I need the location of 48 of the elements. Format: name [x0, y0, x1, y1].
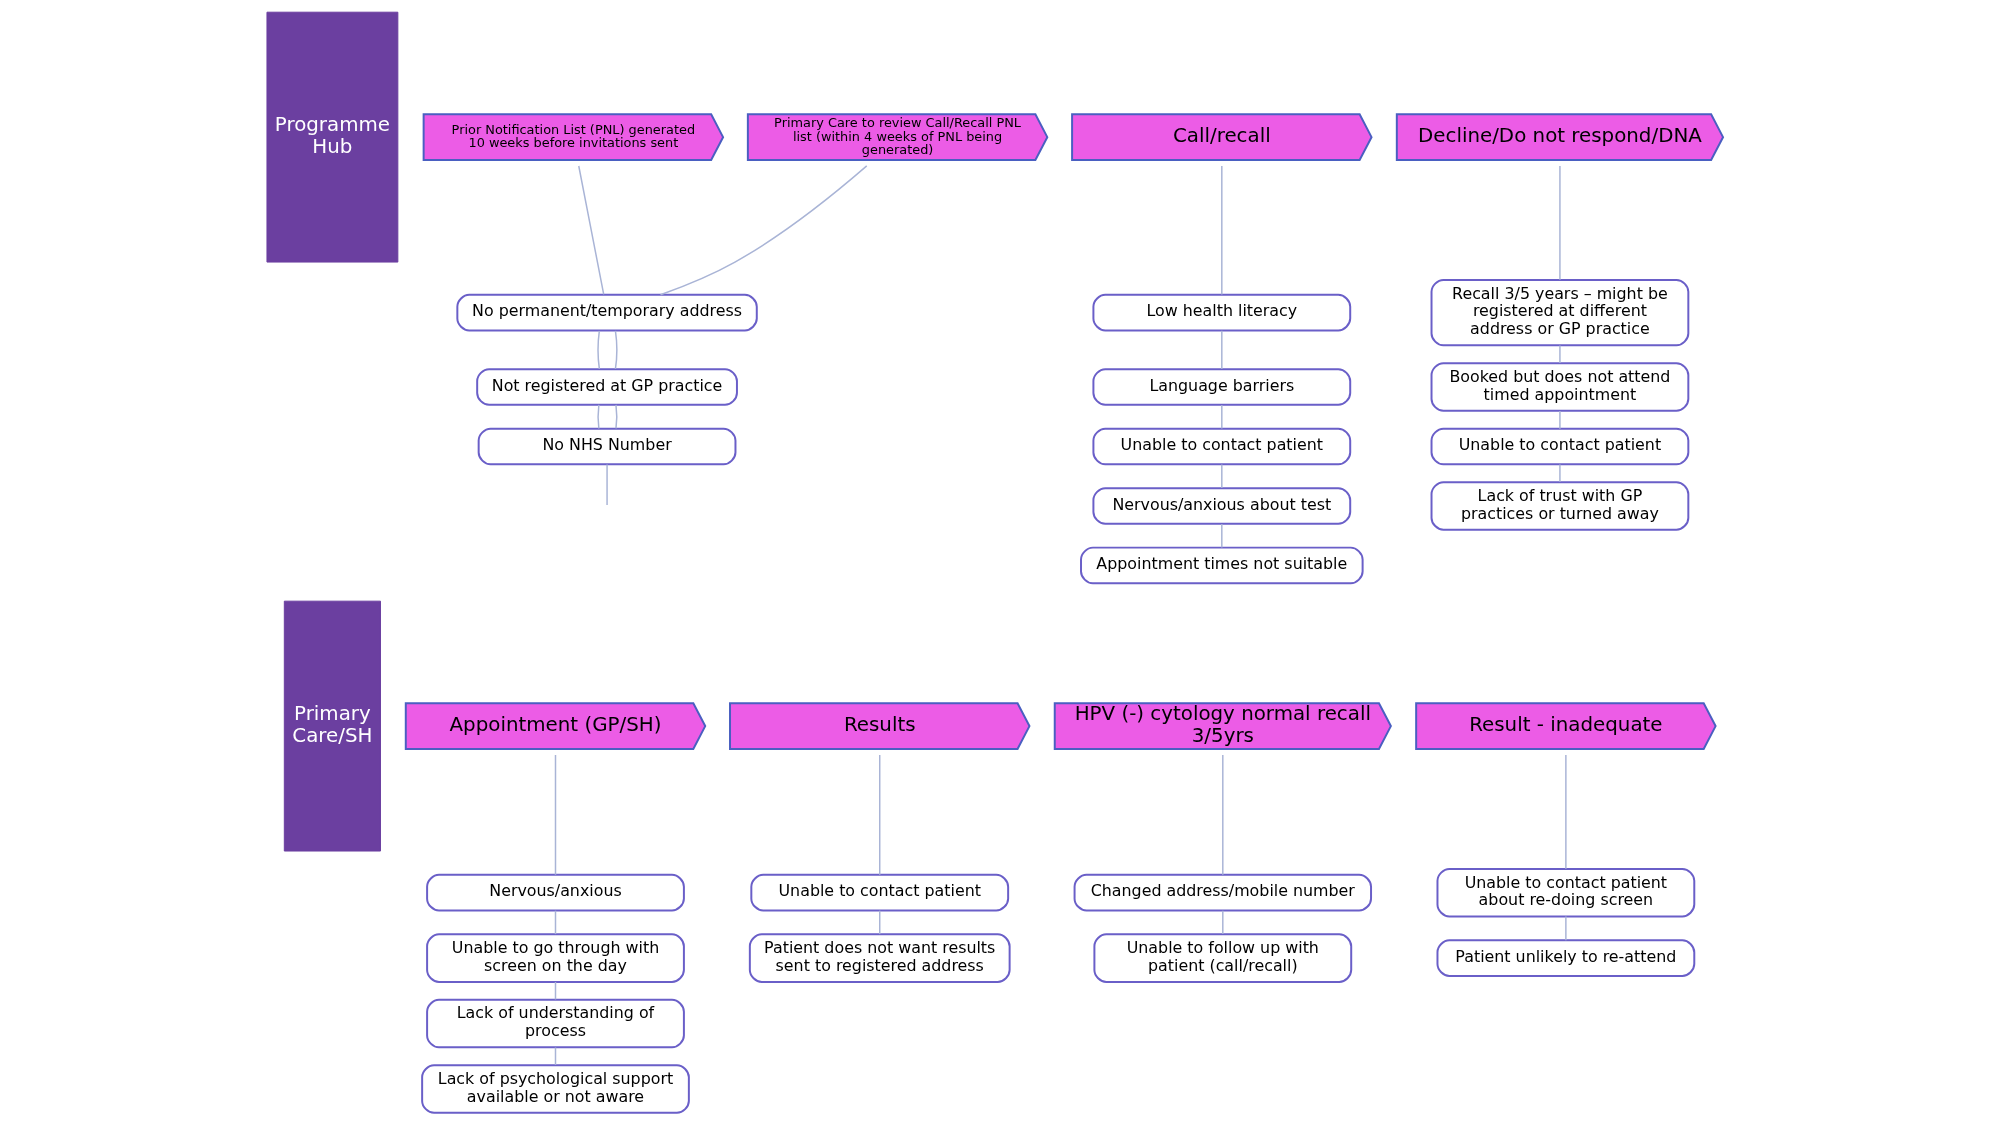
connector: [578, 165, 605, 296]
connector: [1559, 410, 1561, 430]
node-box: Booked but does not attend timed appointment: [1430, 362, 1690, 412]
node-box: Unable to contact patient: [1092, 427, 1352, 466]
node-box: Unable to contact patient: [1430, 427, 1690, 466]
node-box: Unable to contact patient: [750, 873, 1010, 912]
connector: [879, 909, 881, 935]
connector: [606, 463, 608, 506]
connector: [1221, 404, 1223, 430]
connector: [1222, 754, 1224, 876]
connector: [1565, 915, 1567, 941]
node-box: No NHS Number: [477, 427, 737, 466]
connector: [1565, 754, 1567, 870]
connector: [1221, 165, 1223, 296]
node-box: Not registered at GP practice: [476, 368, 738, 406]
connector: [1221, 330, 1223, 370]
connector: [597, 404, 600, 430]
node-box: Patient unlikely to re-attend: [1436, 939, 1696, 977]
node-box: Changed address/mobile number: [1073, 873, 1373, 912]
connector: [1221, 523, 1223, 549]
connector: [1559, 165, 1561, 281]
connector: [615, 404, 618, 430]
node-box: Language barriers: [1092, 368, 1352, 406]
node-box: Lack of psychological support available or not aware: [421, 1064, 690, 1114]
node-box: Lack of understanding of process: [426, 998, 685, 1049]
node-box: Patient does not want results sent to registered address: [748, 933, 1011, 983]
connector: [659, 165, 868, 296]
node-box: Primary Care/SH: [283, 600, 381, 852]
connector: [554, 754, 557, 876]
connector: [614, 330, 618, 370]
connector: [1559, 463, 1561, 483]
connector: [1559, 344, 1561, 364]
node-box: Programme Hub: [266, 11, 399, 263]
node-box: Unable to go through with screen on the day: [426, 933, 685, 983]
node-box: Appointment times not suitable: [1080, 546, 1364, 585]
node-box: Lack of trust with GP practices or turned away: [1430, 481, 1690, 531]
node-box: Nervous/anxious: [426, 873, 685, 912]
node-box: Unable to follow up with patient (call/recall): [1093, 933, 1353, 983]
connector: [597, 330, 601, 370]
node-box: Nervous/anxious about test: [1092, 487, 1352, 525]
connector: [554, 909, 557, 935]
node-box: No permanent/temporary address: [456, 293, 758, 332]
connector: [1222, 909, 1224, 935]
node-box: Unable to contact patient about re-doing screen: [1436, 867, 1696, 918]
connector: [879, 754, 881, 876]
node-box: Low health literacy: [1092, 293, 1352, 332]
node-box: Recall 3/5 years – might be registered at different address or GP practice: [1430, 278, 1690, 347]
connector: [1221, 463, 1223, 489]
